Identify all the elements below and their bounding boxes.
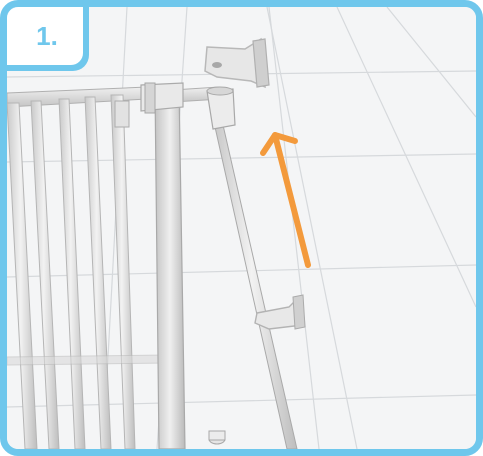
step-badge: 1. xyxy=(7,7,89,71)
gate-swing-bar xyxy=(206,86,298,449)
gate-post xyxy=(114,82,186,449)
step-badge-inner: 1. xyxy=(7,7,83,65)
gate-installation-illustration xyxy=(7,7,476,449)
wall-cup-bracket-icon xyxy=(204,37,270,89)
lower-bracket-icon xyxy=(254,294,306,330)
gate-lower-rail xyxy=(7,354,168,366)
gate-foot xyxy=(208,430,226,445)
upward-arrow-icon xyxy=(260,132,311,268)
step-number: 1. xyxy=(36,20,58,51)
